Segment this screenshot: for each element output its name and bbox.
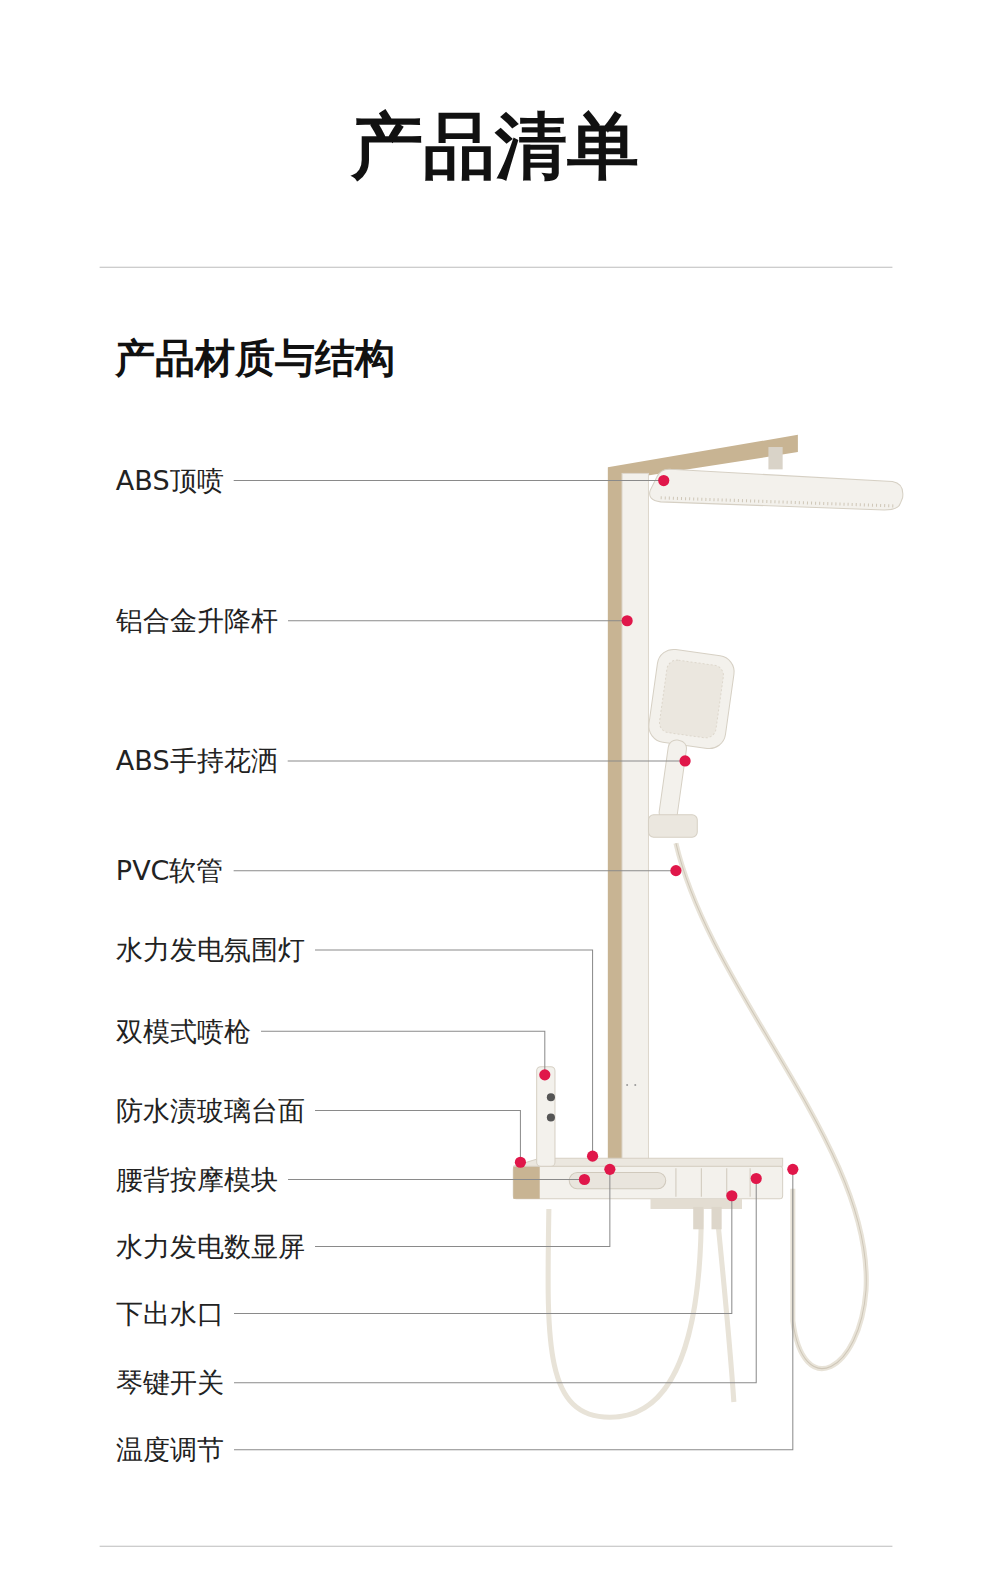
callout-dot xyxy=(622,615,633,626)
leader-line xyxy=(288,1179,584,1180)
callout-dot xyxy=(787,1164,798,1175)
callout-dot xyxy=(679,755,690,766)
console xyxy=(513,1166,782,1199)
leader-line xyxy=(315,950,593,1156)
leader-line xyxy=(315,1169,610,1246)
top-shower-head xyxy=(650,469,903,510)
leader-line xyxy=(234,870,676,871)
holder xyxy=(648,815,697,837)
callout-dot xyxy=(726,1190,737,1201)
part-name: 水力发电氛围灯 xyxy=(116,934,305,966)
callout-dot xyxy=(579,1174,590,1185)
divider-line xyxy=(100,267,893,268)
display xyxy=(569,1172,666,1188)
part-name: 水力发电数显屏 xyxy=(116,1231,305,1263)
page-title: 产品清单 xyxy=(351,99,639,195)
part-name: 腰背按摩模块 xyxy=(116,1164,278,1196)
callout-dot xyxy=(539,1069,550,1080)
hose-edge xyxy=(676,843,866,1368)
hose xyxy=(717,1209,734,1402)
part-name: 铝合金升降杆 xyxy=(116,605,278,637)
leader-line xyxy=(261,1031,545,1075)
leader-line xyxy=(234,480,664,481)
callout-dot xyxy=(515,1157,526,1168)
callout-dot xyxy=(604,1164,615,1175)
section-heading: 产品材质与结构 xyxy=(115,330,395,385)
hose xyxy=(676,843,866,1368)
leader-line xyxy=(234,1169,793,1449)
spray-gun xyxy=(537,1067,555,1167)
part-name: 琴键开关 xyxy=(116,1367,224,1399)
nozzles xyxy=(661,498,895,506)
part-name: 下出水口 xyxy=(116,1298,224,1330)
part-name: ABS手持花洒 xyxy=(116,745,278,777)
part-name: 双模式喷枪 xyxy=(116,1015,251,1047)
leader-line xyxy=(234,1178,756,1382)
part-name: ABS顶喷 xyxy=(116,465,224,497)
console-side xyxy=(513,1166,539,1199)
connector xyxy=(768,447,782,469)
leader-line xyxy=(288,620,627,621)
pole-side xyxy=(608,467,622,1168)
hand-shower xyxy=(636,647,736,827)
part-name: PVC软管 xyxy=(116,855,224,887)
leader-line xyxy=(315,1110,520,1162)
callout-dot xyxy=(670,865,681,876)
callout-dot xyxy=(751,1173,762,1184)
pole-face xyxy=(622,473,648,1168)
part-name: 温度调节 xyxy=(116,1434,224,1466)
leader-line xyxy=(234,1196,732,1314)
callout-dot xyxy=(658,475,669,486)
part-name: 防水渍玻璃台面 xyxy=(116,1095,305,1127)
callout-dot xyxy=(587,1151,598,1162)
leader-line xyxy=(288,760,685,761)
divider-line xyxy=(100,1546,893,1547)
